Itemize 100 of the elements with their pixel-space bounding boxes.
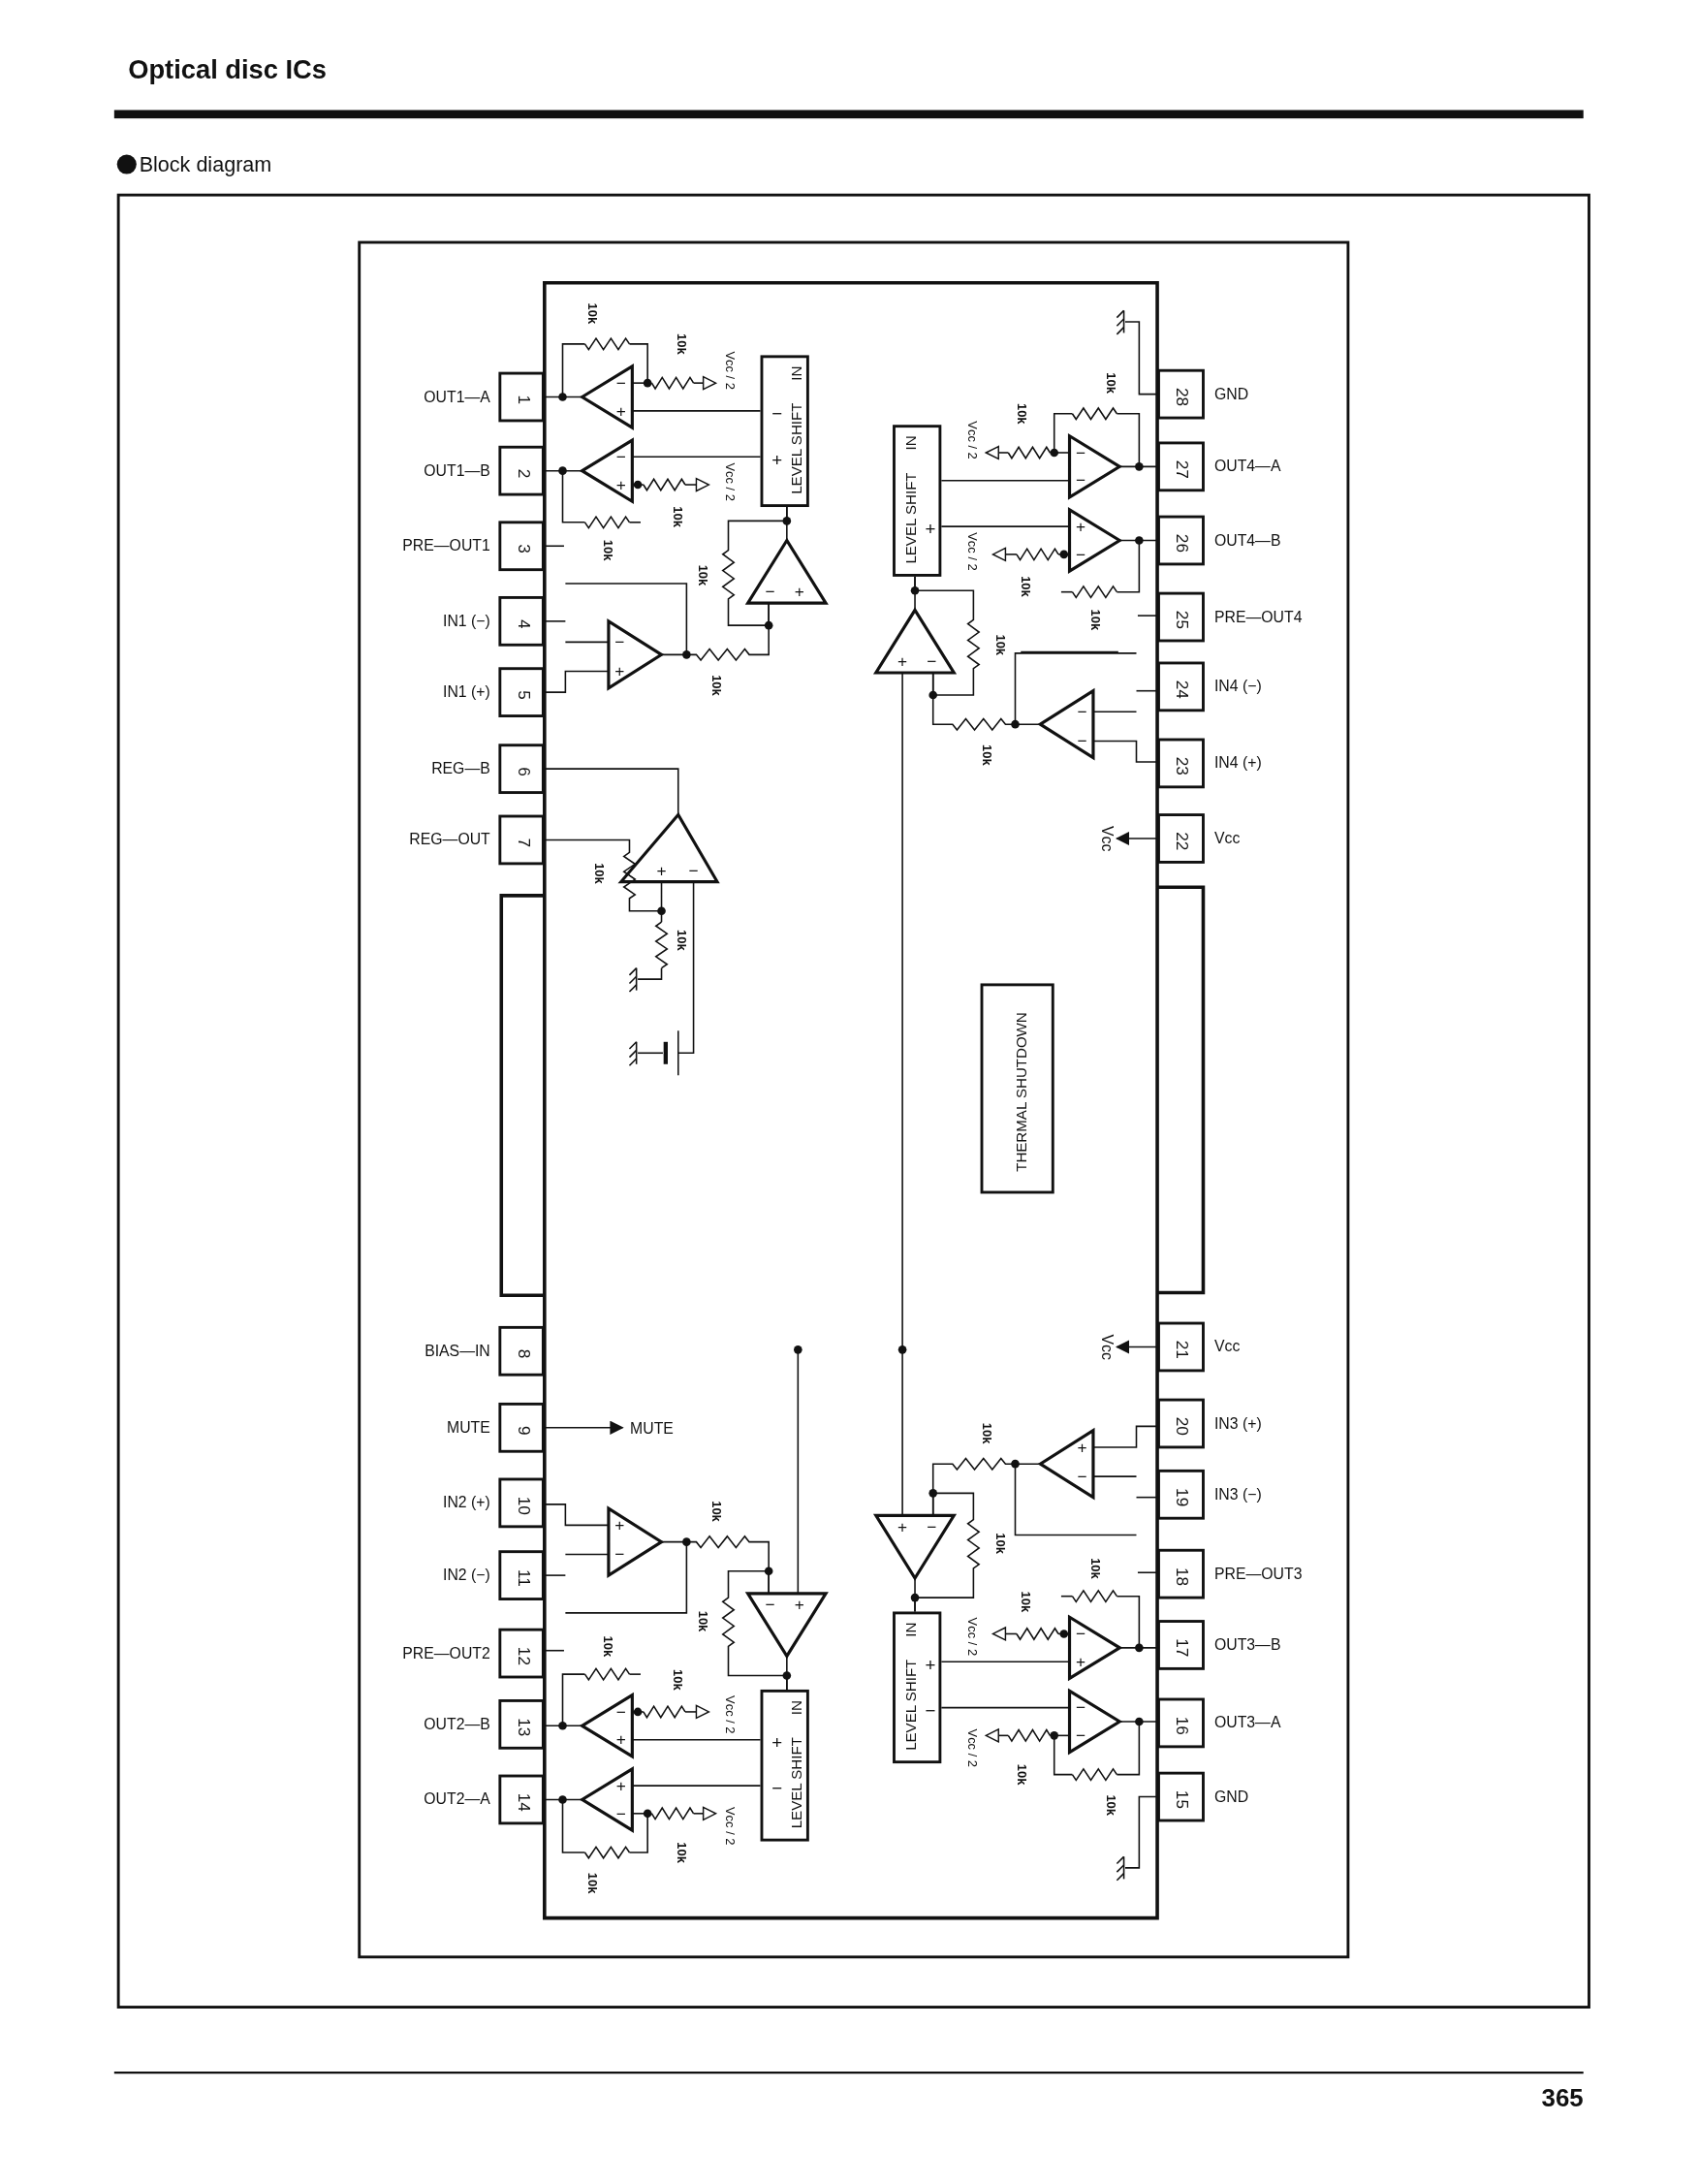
polarity-sign: + [615,1777,626,1794]
polarity-sign: − [1077,1468,1087,1485]
pin-box [498,814,545,866]
wire [914,576,981,696]
polarity-sign: + [794,584,804,601]
pin-label: IN4 (+) [1213,755,1262,772]
polarity-sign: − [614,1545,625,1564]
polarity-sign: − [615,374,626,392]
pin-label: OUT1—A [424,389,490,405]
polarity-sign: − [765,1596,775,1613]
pin-box [1157,661,1205,712]
resistor-value: 10k [695,564,708,586]
wire [544,768,679,816]
arrow [544,1420,624,1435]
polarity-sign: − [1077,703,1087,720]
pin-number: 17 [1174,1638,1191,1658]
pin-label: OUT3—A [1213,1715,1281,1731]
pin-number: 15 [1174,1789,1191,1810]
pin-label: GND [1213,386,1249,402]
op-amp-symbol [1069,509,1120,572]
pin-number: 20 [1174,1416,1191,1436]
pin-label: IN1 (−) [443,613,490,629]
pin-number: 27 [1174,459,1191,479]
level-shift-block [760,1689,809,1842]
polarity-sign: − [925,1701,936,1720]
pin-number: 10 [514,1496,532,1515]
pin-box [1157,591,1205,643]
polarity-sign: + [615,476,626,493]
reference-voltage-label: Vcc / 2 [723,462,737,501]
op-amp-symbol [747,1593,827,1657]
block-label: THERMAL SHUTDOWN [1012,1011,1028,1172]
wire [901,672,903,1517]
polarity-sign: + [925,520,936,539]
polarity-sign: − [615,1805,626,1822]
pin-number: 11 [514,1569,532,1587]
pin-box [1157,515,1205,566]
pin-number: 26 [1174,533,1191,553]
pin-number: 1 [514,395,532,405]
wire [940,1706,1071,1709]
pin-number: 22 [1174,832,1191,851]
pin-number: 18 [1174,1567,1191,1587]
pin-box [498,744,545,794]
polarity-sign: + [771,1733,783,1752]
op-amp-symbol [1040,690,1093,758]
pin-number: 6 [514,767,532,776]
pin-label: OUT2—B [424,1716,490,1732]
block-label: LEVEL SHIFT [789,1737,804,1829]
polarity-sign: − [1077,732,1087,750]
signal-label: MUTE [622,1417,681,1438]
pin-number: 23 [1174,756,1191,775]
resistor-value: 10k [1019,1591,1031,1613]
pin-label: Vcc [1213,831,1241,846]
pin-number: 24 [1174,680,1191,699]
polarity-sign: + [897,652,908,671]
resistor-value: 10k [1087,1558,1101,1579]
resistor-value: 10k [585,1872,599,1894]
polarity-sign: + [771,450,783,469]
wire [631,1738,762,1741]
pin-box [1157,1469,1205,1520]
pin-label: Vcc [1213,1339,1241,1355]
op-amp-symbol [1040,1430,1093,1498]
level-shift-block [760,355,809,508]
pin-box [1157,1697,1205,1749]
polarity-sign: − [1076,472,1086,490]
op-amp-symbol [620,814,717,882]
resistor-value: 10k [709,1501,722,1522]
pin-box [498,1402,545,1453]
resistor-value: 10k [1103,1794,1117,1816]
wire [1092,1425,1158,1448]
polarity-sign: − [765,584,775,601]
level-shift-block [893,425,942,577]
pin-number: 12 [514,1646,532,1666]
wire [544,670,610,693]
pin-label: REG—OUT [409,832,490,848]
resistor-value: 10k [675,333,688,355]
op-amp-symbol [1069,435,1120,497]
block-label: LEVEL SHIFT [903,1660,919,1752]
polarity-sign: − [1076,546,1086,563]
pin-number: 2 [514,468,532,479]
resistor-value: 10k [675,1842,688,1863]
pin-box [1157,368,1205,420]
polarity-sign: − [1076,1699,1086,1717]
block-label: IN [789,1700,804,1716]
resistor-value: 10k [675,930,688,951]
wire [1118,1721,1158,1723]
polarity-sign: − [615,1703,626,1721]
resistor-value: 10k [670,1669,683,1691]
pin-box [498,596,545,647]
reference-voltage-label: Vcc / 2 [723,1695,737,1734]
pin-number: 16 [1174,1716,1191,1735]
pin-label: PRE—OUT2 [402,1645,490,1662]
pin-number: 28 [1174,387,1191,407]
pin-label: REG—B [431,761,490,777]
wire [544,839,663,912]
resistor-value: 10k [601,1635,614,1658]
polarity-sign: + [794,1596,804,1613]
pin-label: OUT4—A [1213,459,1281,475]
block-label: IN [903,1622,919,1637]
pin-number: 7 [514,838,532,848]
resistor-value: 10k [1014,402,1027,425]
